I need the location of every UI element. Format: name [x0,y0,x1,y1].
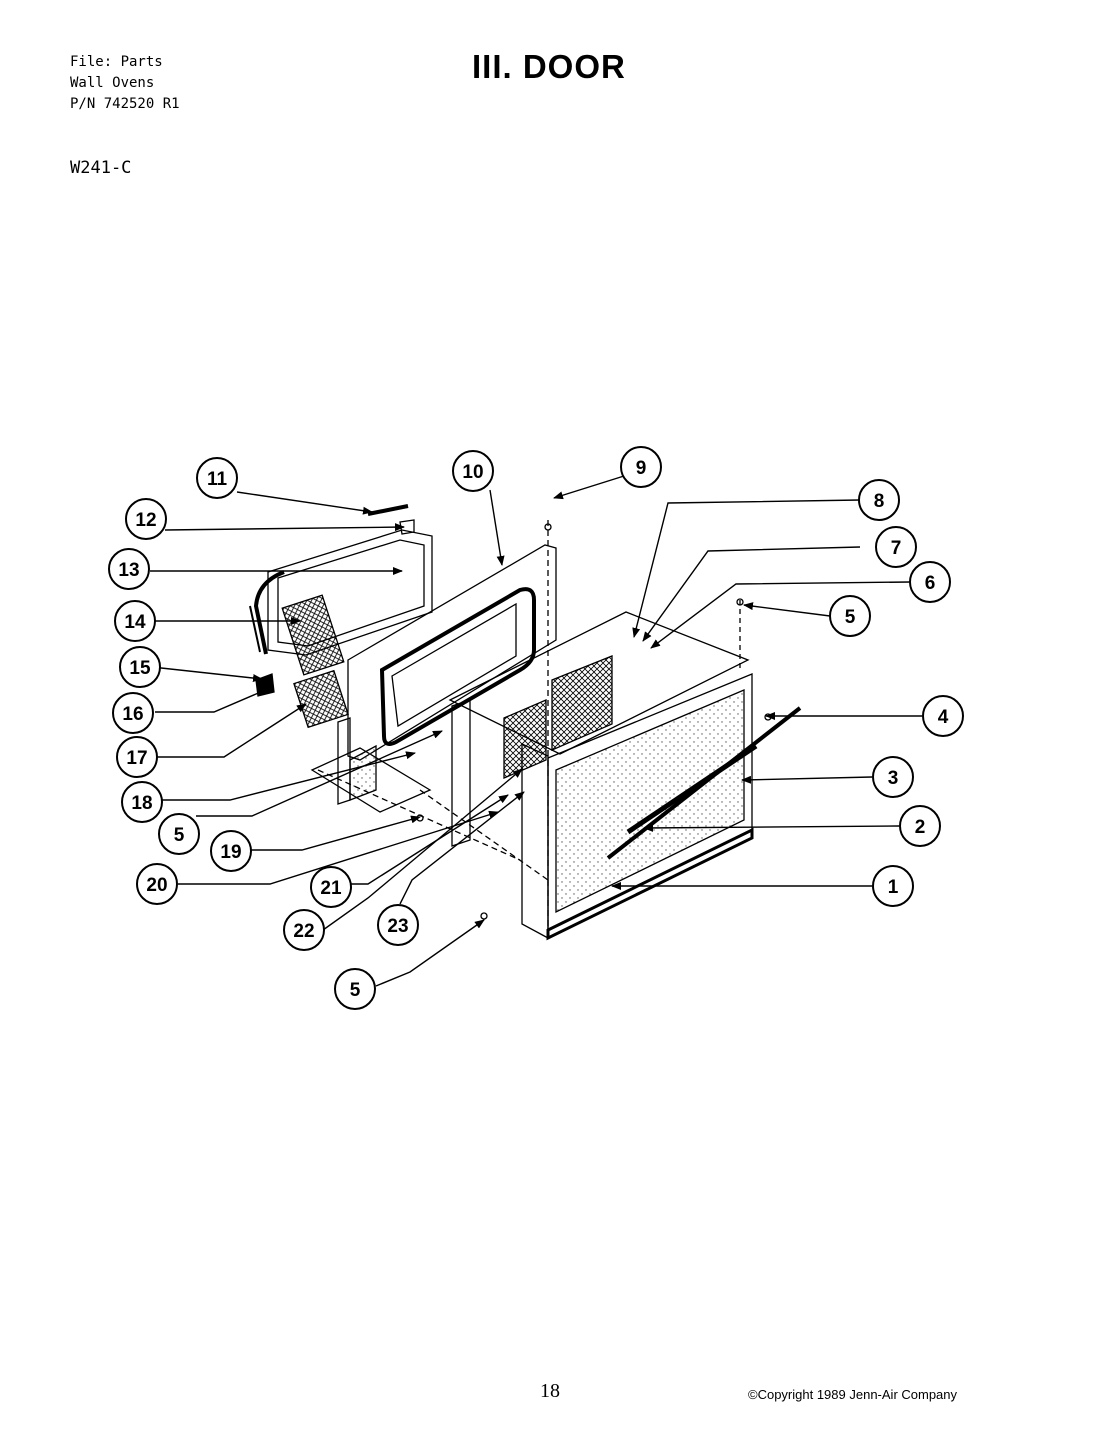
front-door-drawing [317,520,802,941]
callout-15: 15 [119,646,161,688]
svg-text:2: 2 [915,817,926,838]
callout-21: 21 [310,866,352,908]
svg-text:17: 17 [126,748,147,769]
callout-13: 13 [108,548,150,590]
svg-text:18: 18 [131,793,152,814]
callout-6: 6 [909,561,951,603]
callout-17: 17 [116,736,158,778]
copyright-notice: ©Copyright 1989 Jenn-Air Company [748,1387,958,1402]
svg-text:3: 3 [888,768,899,789]
svg-text:1: 1 [888,877,899,898]
document-meta: File: Parts Wall Ovens P/N 742520 R1 [70,52,180,115]
callout-23: 23 [377,904,419,946]
callout-7: 7 [875,526,917,568]
callout-22: 22 [283,909,325,951]
svg-text:4: 4 [938,707,949,728]
callout-9: 9 [620,446,662,488]
svg-text:9: 9 [636,458,647,479]
svg-text:20: 20 [146,875,167,896]
callout-8: 8 [858,479,900,521]
callout-leaders [150,475,922,987]
svg-text:14: 14 [124,612,146,633]
svg-text:11: 11 [207,469,228,490]
callout-2: 2 [899,805,941,847]
svg-text:5: 5 [845,607,856,628]
model-number: W241-C [70,158,132,178]
inner-door-panel-drawing [249,504,433,729]
svg-text:22: 22 [293,921,314,942]
svg-text:16: 16 [122,704,143,725]
file-line: File: Parts [70,54,163,70]
page-title: III. DOOR [472,48,626,85]
svg-text:13: 13 [118,560,139,581]
callout-11: 11 [196,457,238,499]
callout-1: 1 [872,865,914,907]
product-line: Wall Ovens [70,75,155,91]
callout-5-bottom: 5 [334,968,376,1010]
svg-text:15: 15 [129,658,151,679]
svg-text:6: 6 [925,573,936,594]
svg-text:5: 5 [174,825,185,846]
svg-text:23: 23 [387,916,408,937]
callout-5-mid: 5 [158,813,200,855]
callout-4: 4 [922,695,964,737]
callout-18: 18 [121,781,163,823]
callout-5-top: 5 [829,595,871,637]
svg-text:8: 8 [874,491,885,512]
svg-text:19: 19 [220,842,241,863]
callout-3: 3 [872,756,914,798]
svg-text:7: 7 [891,538,902,559]
svg-text:21: 21 [320,878,342,899]
svg-text:12: 12 [135,510,156,531]
page-number: 18 [540,1380,560,1402]
callout-10: 10 [452,450,494,492]
callout-20: 20 [136,863,178,905]
door-liner-drawing [310,544,557,813]
svg-text:5: 5 [350,980,361,1001]
callout-12: 12 [125,498,167,540]
callout-14: 14 [114,600,156,642]
callout-16: 16 [112,692,154,734]
callout-19: 19 [210,830,252,872]
svg-text:10: 10 [462,462,483,483]
part-number-line: P/N 742520 R1 [70,96,180,112]
